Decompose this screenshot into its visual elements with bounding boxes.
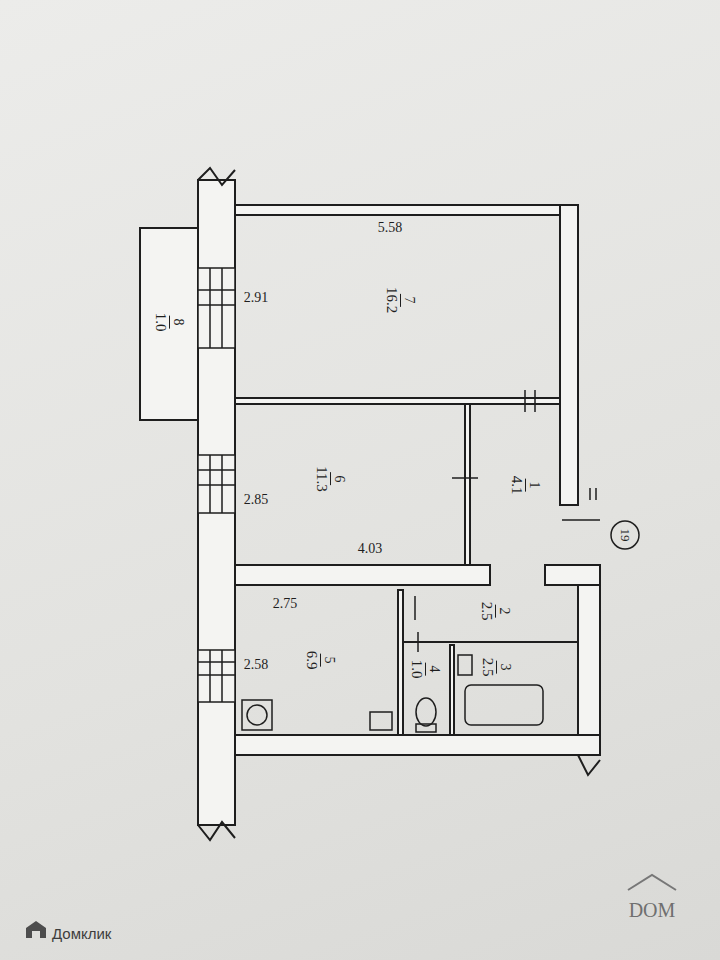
exterior-wall [198,180,235,825]
wall [545,565,600,585]
room-number: 4 [425,663,441,676]
room: 611.3 [235,404,465,565]
bathtub [465,685,543,725]
partition [403,641,578,643]
watermark: Домклик [52,925,111,942]
partition [465,404,470,565]
balcony [140,228,198,420]
wall [235,735,600,755]
room-area: 16.2 [384,287,400,313]
room-number: 2 [495,605,511,618]
dimension: 4.03 [358,541,383,557]
room-area: 4.1 [509,476,525,495]
room: 81.0 [142,230,196,418]
room-area: 1.0 [409,660,425,679]
room-area: 2.5 [480,658,496,677]
stove [242,700,272,730]
break-mark [198,822,235,840]
room: 22.5 [403,585,560,640]
dimension: 5.58 [378,220,403,236]
dimension: 2.75 [273,596,298,612]
wall [235,205,560,215]
room-label: 81.0 [153,313,185,332]
room-number: 8 [169,316,185,329]
entrance-circle [611,521,639,549]
room: 32.5 [454,645,560,735]
room-label: 716.2 [384,287,416,313]
room: 41.0 [403,645,450,735]
toilet [416,698,436,726]
partition [450,645,454,735]
entrance-number: 19 [618,529,633,542]
partition [235,398,560,404]
break-mark [198,168,235,185]
basin [458,655,472,675]
dimension: 2.58 [244,657,269,673]
room-number: 6 [330,472,346,485]
room: 14.1 [470,404,560,565]
wall [235,565,490,585]
room-label: 41.0 [409,660,441,679]
room-label: 32.5 [480,658,512,677]
room-area: 1.0 [153,313,169,332]
wall [560,205,578,505]
dimension: 2.91 [244,290,269,306]
room-number: 7 [400,294,416,307]
room-area: 2.5 [479,602,495,621]
room-number: 3 [496,661,512,674]
room-label: 56.9 [304,651,336,670]
room-number: 1 [525,479,541,492]
window [198,268,235,348]
room: 716.2 [235,215,560,398]
room-label: 14.1 [509,476,541,495]
logo-roof [628,875,676,890]
room-area: 11.3 [314,466,330,492]
logo-icon [26,921,46,938]
room-area: 6.9 [304,651,320,670]
dimension: 2.85 [244,492,269,508]
room-label: 611.3 [314,466,346,492]
break-mark [578,755,600,775]
window [198,650,235,702]
room-label: 22.5 [479,602,511,621]
partition [398,590,403,735]
window [198,455,235,513]
sink [370,712,392,730]
wall [578,585,600,755]
watermark: DOM [629,899,676,921]
room-number: 5 [320,654,336,667]
